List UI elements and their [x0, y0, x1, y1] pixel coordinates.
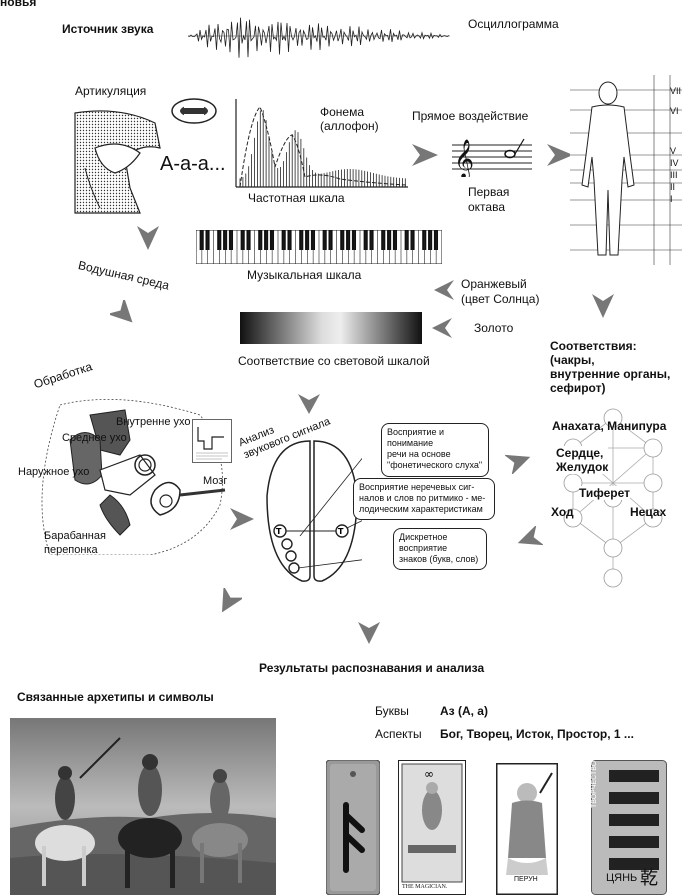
roman-numeral: II	[670, 182, 676, 192]
outer-ear-label: Наружное ухо	[18, 466, 90, 478]
vowel-sound-label: А-а-а...	[160, 153, 226, 175]
brain-label: Мозг	[203, 475, 228, 487]
tsyan-card	[591, 760, 667, 895]
letters-value: Аз (А, а)	[440, 704, 488, 718]
sound-source-label: Источник звука	[62, 22, 154, 36]
roman-numeral: VII	[670, 86, 682, 96]
piano-keyboard	[196, 230, 442, 264]
arrow-down-icon	[137, 226, 159, 250]
arrow-down-icon	[592, 294, 614, 318]
eardrum-label: Барабанная перепонка	[44, 530, 106, 556]
arrow-icon	[517, 526, 543, 546]
tsyan-glyph: 乾	[640, 868, 658, 889]
arrow-left-icon	[434, 280, 454, 300]
svg-text:T: T	[276, 527, 282, 536]
gold-label: Золото	[474, 321, 514, 335]
arrow-icon	[505, 454, 531, 474]
vocal-tract-diagram	[74, 110, 161, 214]
first-octave-label: Первая октава	[468, 185, 510, 214]
hod-label: Ход	[551, 505, 574, 519]
tiferet-label: Тиферет	[579, 486, 630, 500]
frequency-scale-label: Частотная шкала	[248, 191, 345, 205]
perception-box-phonetic: Восприятие и понимание речи на основе "ф…	[381, 423, 489, 477]
aspects-label: Аспекты	[375, 727, 422, 741]
light-scale-label: Соответствие со световой шкалой	[238, 354, 430, 368]
results-label: Результаты распознавания и анализа	[259, 661, 485, 675]
light-gradient-bar	[240, 312, 422, 344]
roman-numeral: I	[670, 194, 673, 204]
aspects-value: Бог, Творец, Исток, Простор, 1 ...	[440, 727, 634, 741]
tsyan-card-caption: ЦЯНЬ	[606, 872, 638, 884]
roman-numeral: III	[670, 170, 678, 180]
archetypes-heading: Связанные архетипы и символы	[17, 690, 214, 704]
perun-card	[496, 763, 558, 895]
svg-text:∞: ∞	[424, 767, 434, 781]
heart-label: Сердце, Желудок	[556, 446, 609, 474]
oscillogram-waveform	[188, 17, 450, 58]
roman-numeral: IV	[670, 158, 679, 168]
processing-label: Обработка	[32, 359, 94, 392]
roman-numeral: V	[670, 146, 677, 156]
arrow-icon	[230, 508, 254, 530]
bogatyrs-painting	[10, 718, 276, 895]
frequency-spectrum-chart	[235, 99, 408, 188]
arrow-down-icon	[358, 622, 380, 644]
human-body-figure	[570, 75, 682, 265]
arrow-icon	[412, 144, 438, 166]
signal-inset-chart	[192, 419, 232, 463]
ear-anatomy-diagram	[41, 399, 226, 555]
svg-text:T: T	[338, 527, 344, 536]
magician-card-caption: THE MAGICIAN.	[402, 884, 448, 890]
articulation-label: Артикуляция	[75, 84, 147, 98]
perception-box-discrete: Дискретное восприятие знаков (букв, слов…	[393, 528, 487, 570]
air-medium-label: Водушная среда	[76, 258, 171, 293]
roman-numeral: VI	[670, 106, 679, 116]
direct-effect-label: Прямое воздействие	[412, 109, 529, 123]
rune-tile-card	[326, 760, 380, 895]
orange-label: Оранжевый (цвет Солнца)	[461, 277, 540, 306]
svg-text:𝄞: 𝄞	[454, 139, 474, 177]
correspondences-label: Соответствия: (чакры, внутренние органы,…	[550, 339, 671, 395]
mouth-icon	[171, 98, 217, 124]
arrow-icon	[547, 144, 573, 166]
brain-hemispheres-diagram: T T	[266, 440, 362, 582]
inner-ear-label: Внутренне ухо	[116, 416, 191, 428]
phoneme-label: Фонема (аллофон)	[320, 105, 379, 133]
musical-scale-label: Музыкальная шкала	[247, 268, 362, 282]
letters-label: Буквы	[375, 704, 409, 718]
tsyan-card-title: ТВОРЧЕСТВО	[591, 760, 598, 808]
anahata-label: Анахата, Манипура	[552, 419, 667, 433]
top-cut-text: новья	[0, 0, 37, 9]
perun-card-caption: ПЕРУН	[514, 876, 538, 883]
netzach-label: Нецах	[630, 505, 667, 519]
oscillogram-label: Осциллограмма	[468, 17, 559, 31]
magician-tarot-card: ∞	[398, 760, 466, 895]
arrow-down-icon	[298, 394, 320, 414]
arrow-left-icon	[432, 318, 452, 338]
middle-ear-label: Среднее ухо	[62, 432, 127, 444]
perception-box-rhythmic: Восприятие неречевых сиг- налов и слов п…	[353, 478, 495, 520]
arrow-icon	[110, 300, 133, 323]
arrow-down-icon	[222, 588, 242, 613]
treble-clef-staff: 𝄞	[452, 138, 532, 177]
